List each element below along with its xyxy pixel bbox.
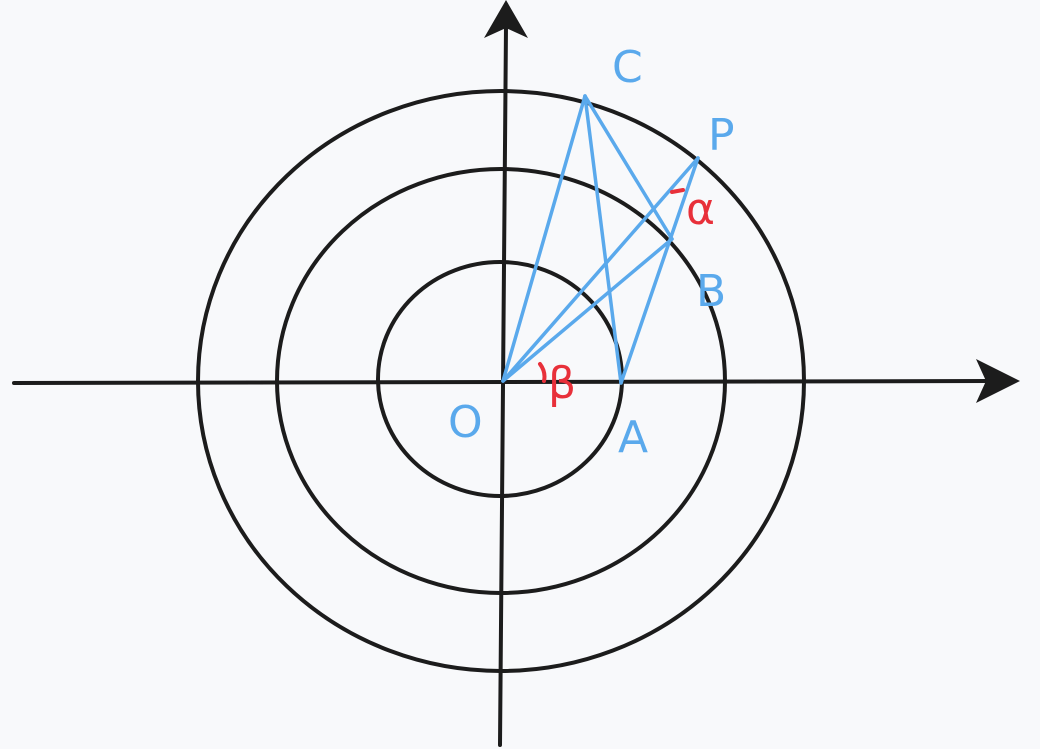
segment-OP	[501, 156, 700, 383]
axes	[12, 0, 1020, 747]
label-point-p: P	[708, 110, 735, 161]
segment-CB	[583, 94, 674, 241]
angle-labels: α β	[548, 184, 715, 409]
label-point-o: O	[448, 397, 483, 448]
segment-PA	[619, 156, 700, 385]
x-axis-arrowhead	[976, 359, 1020, 403]
circle-inner	[376, 260, 624, 498]
construction-lines	[501, 94, 700, 385]
label-angle-alpha: α	[686, 184, 715, 235]
segment-OC	[501, 94, 587, 383]
segment-CA	[583, 94, 623, 385]
y-axis-arrowhead	[484, 0, 528, 38]
segment-OB	[501, 237, 674, 383]
label-point-a: A	[618, 412, 648, 463]
y-axis	[498, 24, 508, 747]
point-labels: C P B O A	[448, 42, 735, 463]
label-angle-beta: β	[548, 358, 576, 409]
beta-angle-mark	[538, 362, 547, 383]
angle-marks	[538, 188, 685, 383]
alpha-angle-mark	[670, 188, 685, 194]
label-point-c: C	[612, 42, 643, 93]
label-point-b: B	[696, 266, 726, 317]
